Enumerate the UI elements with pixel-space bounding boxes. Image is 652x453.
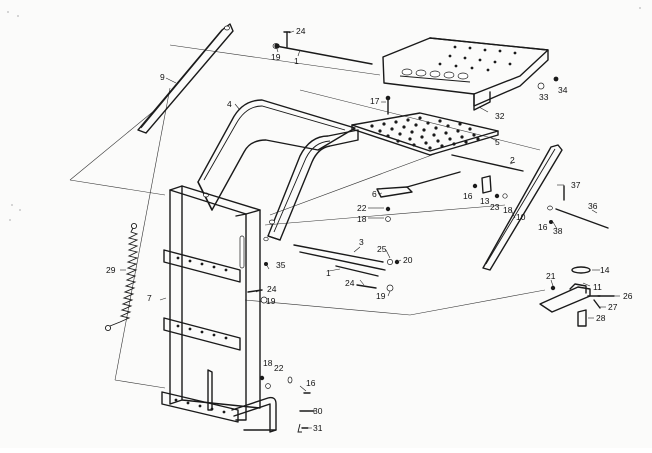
callout-38: 38 — [553, 226, 563, 236]
part-25-washer — [387, 259, 393, 265]
callout-26: 26 — [623, 291, 633, 301]
callout-3: 3 — [359, 237, 364, 247]
callout-1-lower: 1 — [326, 268, 331, 278]
callout-5: 5 — [495, 137, 500, 147]
callout-1-top: 1 — [294, 56, 299, 66]
lower-fasteners — [259, 375, 315, 433]
callouts: 24 19 1 9 4 17 33 34 32 5 2 6 16 13 23 1… — [106, 26, 633, 433]
callout-9: 9 — [160, 72, 165, 82]
callout-29: 29 — [106, 265, 116, 275]
step-perforations — [174, 256, 228, 414]
callout-2: 2 — [510, 155, 515, 165]
part-3-rod — [293, 244, 384, 263]
part-2-rod — [451, 154, 524, 172]
part-7-ladder — [161, 185, 277, 433]
callout-16-center: 16 — [463, 191, 473, 201]
callout-21: 21 — [546, 271, 556, 281]
part-10-bar — [482, 144, 563, 271]
callout-25: 25 — [377, 244, 387, 254]
callout-28-bracket: 28 — [596, 313, 606, 323]
callout-7: 7 — [147, 293, 152, 303]
callout-27: 27 — [608, 302, 618, 312]
callout-37: 37 — [571, 180, 581, 190]
part-19-washer-top — [274, 43, 280, 49]
part-4-arch-frame — [197, 99, 359, 242]
part-3-rod-lower — [299, 251, 386, 271]
center-fasteners — [385, 183, 508, 222]
callout-4: 4 — [227, 99, 232, 109]
callout-10: 10 — [516, 212, 526, 222]
callout-19-ladder: 19 — [266, 296, 276, 306]
part-36-rod — [555, 208, 609, 229]
part-29-spring — [104, 222, 139, 332]
callout-18-left: 18 — [357, 214, 367, 224]
callout-11: 11 — [593, 282, 602, 292]
scan-marks — [7, 7, 641, 221]
part-24-bolt-lower — [356, 284, 377, 289]
callout-34: 34 — [558, 85, 568, 95]
part-6-bracket — [376, 171, 461, 198]
callout-24-lower: 24 — [345, 278, 355, 288]
bracket-assembly — [539, 266, 615, 327]
step-box-holes — [401, 45, 517, 80]
callout-6: 6 — [372, 189, 377, 199]
part-13-clip — [481, 175, 492, 194]
callout-13: 13 — [480, 196, 490, 206]
part-1-rod-top — [272, 43, 373, 65]
callout-14: 14 — [600, 265, 610, 275]
part-19-washer-lower — [386, 284, 394, 292]
part-16-nut — [549, 220, 553, 224]
callout-31: 31 — [313, 423, 323, 433]
callout-16-lower: 16 — [306, 378, 316, 388]
plate-holes — [370, 116, 480, 150]
part-17-bolt — [385, 95, 391, 115]
callout-20: 20 — [403, 255, 413, 265]
part-24-bolt-top — [283, 31, 291, 48]
callout-19-lower: 19 — [376, 291, 386, 301]
part-32-step-box — [382, 37, 549, 111]
callout-18-center: 18 — [503, 205, 513, 215]
callout-35: 35 — [276, 260, 286, 270]
callout-30: 30 — [313, 406, 323, 416]
assembly-guide-lines — [69, 44, 546, 389]
part-1-rod-lower — [335, 265, 379, 277]
part-33-34-fasteners — [537, 76, 559, 90]
callout-19-top: 19 — [271, 52, 281, 62]
leader-lines — [120, 30, 620, 429]
callout-18-lower: 18 — [263, 358, 273, 368]
callout-22-lower: 22 — [274, 363, 284, 373]
callout-22-center: 22 — [357, 203, 367, 213]
callout-24-top: 24 — [296, 26, 306, 36]
callout-16-right: 16 — [538, 222, 548, 232]
callout-23: 23 — [490, 202, 500, 212]
part-9-bar — [137, 23, 234, 134]
callout-33: 33 — [539, 92, 549, 102]
callout-24-ladder: 24 — [267, 284, 277, 294]
callout-36: 36 — [588, 201, 598, 211]
callout-17: 17 — [370, 96, 380, 106]
callout-32: 32 — [495, 111, 505, 121]
